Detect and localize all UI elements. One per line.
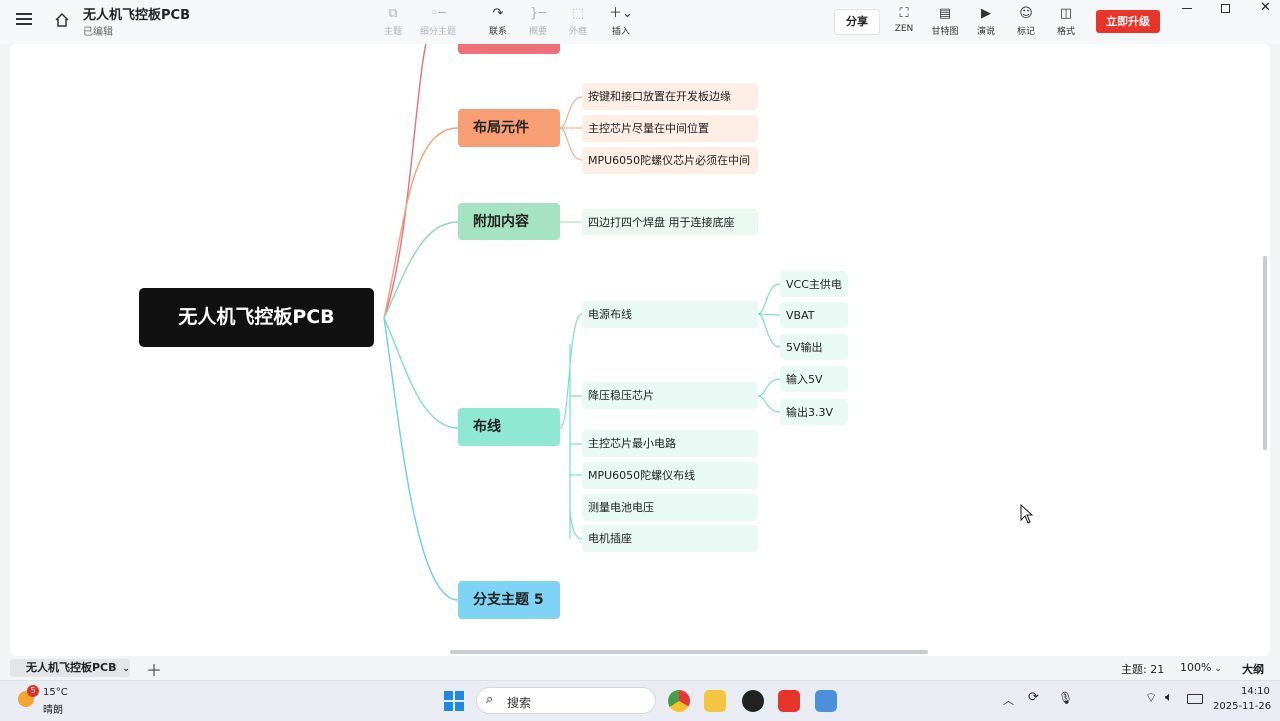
windows-start-icon[interactable] [444, 691, 464, 711]
microphone-icon: 🎙︎ [1058, 691, 1074, 705]
file-explorer-icon[interactable] [704, 690, 726, 712]
root-topic[interactable]: 无人机飞控板PCB [139, 288, 374, 347]
chevron-down-icon: ⌄ [122, 664, 130, 674]
relation-button[interactable]: ↷联系 [476, 6, 520, 37]
zen-button[interactable]: ⛶ZEN [882, 6, 926, 34]
summary-button[interactable]: }─概要 [516, 6, 560, 37]
list-item[interactable]: VBAT [780, 302, 848, 328]
plus-icon: ＋⌄ [609, 6, 633, 21]
upgrade-button[interactable]: 立即升级 [1096, 10, 1160, 33]
horizontal-scrollbar[interactable] [450, 650, 928, 654]
list-item[interactable]: 5V输出 [780, 334, 848, 360]
list-item[interactable]: 输入5V [780, 366, 848, 392]
present-button[interactable]: ▶演说 [964, 6, 1008, 37]
chevron-down-icon: ⌄ [1211, 664, 1222, 674]
close-icon[interactable]: ✕ [1260, 0, 1271, 15]
zoom-level[interactable]: 100% ⌄ [1180, 661, 1222, 674]
branch-layout[interactable]: 布局元件 [458, 109, 560, 147]
search-input[interactable]: ⌕ 搜索 [476, 687, 656, 714]
mindmap-canvas[interactable]: 无人机飞控板PCB 布局元件 按键和接口放置在开发板边缘 主控芯片尽量在中间位置… [10, 44, 1270, 656]
boundary-icon: ⬚ [571, 6, 585, 21]
list-item[interactable]: 电机插座 [582, 525, 758, 552]
clock-time[interactable]: 14:10 [1241, 686, 1270, 697]
add-sheet-button[interactable]: ＋ [146, 661, 163, 680]
topic-count: 主题: 21 [1121, 663, 1165, 676]
share-button[interactable]: 分享 [834, 9, 880, 35]
volume-icon[interactable]: 🔈︎ [1165, 690, 1173, 705]
list-item-power-routing[interactable]: 电源布线 [582, 301, 758, 328]
list-item-ldo[interactable]: 降压稳压芯片 [582, 382, 758, 409]
gantt-button[interactable]: ▤甘特图 [923, 6, 967, 37]
xmind-icon[interactable] [778, 690, 800, 712]
gantt-icon: ▤ [938, 6, 952, 21]
list-item[interactable]: 测量电池电压 [582, 494, 758, 521]
branch-extra[interactable]: 附加内容 [458, 203, 560, 240]
notification-badge: 5 [27, 685, 39, 697]
weather-temp: 15°C [43, 687, 68, 698]
list-item[interactable]: 四边打四个焊盘 用于连接底座 [582, 209, 758, 235]
sync-icon: ⟳ [1028, 690, 1039, 705]
taskbar: 5 15°C 晴朗 ⌕ 搜索 ︿ ⟳ 🎙︎ ⌔ 🔈︎ 14:10 2025-11… [0, 680, 1280, 721]
chrome-icon[interactable] [668, 690, 690, 712]
topic-icon: ⧉ [388, 6, 398, 21]
list-item[interactable]: 主控芯片尽量在中间位置 [582, 115, 758, 142]
outline-button[interactable]: 大纲 [1242, 663, 1264, 676]
clock-date[interactable]: 2025-11-26 [1213, 701, 1272, 712]
topic-button[interactable]: ⧉主题 [371, 6, 415, 37]
fullscreen-icon: ⛶ [899, 6, 909, 21]
summary-icon: }─ [529, 6, 547, 21]
branch-5[interactable]: 分支主题 5 [458, 581, 560, 619]
relation-icon: ↷ [492, 6, 504, 21]
weather-desc: 晴朗 [43, 705, 63, 716]
edit-status: 已编辑 [83, 27, 113, 38]
wifi-icon[interactable]: ⌔ [1145, 691, 1158, 706]
list-item[interactable]: 主控芯片最小电路 [582, 430, 758, 457]
connector-lines [383, 44, 781, 601]
boundary-button[interactable]: ⬚外框 [556, 6, 600, 37]
list-item[interactable]: VCC主供电 [780, 271, 848, 297]
vertical-scrollbar[interactable] [1263, 256, 1267, 450]
search-icon: ⌕ [486, 692, 494, 707]
play-icon: ▶ [981, 6, 991, 21]
cloud-app-icon[interactable] [815, 690, 837, 712]
menu-icon[interactable] [16, 13, 32, 25]
subtopic-icon: ◦─ [430, 6, 446, 21]
collapsed-topic[interactable] [458, 44, 560, 54]
mouse-cursor-icon [1020, 504, 1034, 524]
sheet-tab[interactable]: 无人机飞控板PCB ⌄ [10, 659, 130, 677]
sheet-tab-bar: 无人机飞控板PCB ⌄ ＋ 主题: 21 100% ⌄ 大纲 [0, 656, 1280, 680]
panel-icon: ◫ [1059, 6, 1073, 21]
document-title[interactable]: 无人机飞控板PCB [83, 8, 190, 23]
list-item[interactable]: MPU6050陀螺仪芯片必须在中间 [582, 147, 758, 174]
list-item[interactable]: 按键和接口放置在开发板边缘 [582, 83, 758, 110]
list-item[interactable]: 输出3.3V [780, 399, 848, 425]
battery-icon[interactable] [1187, 694, 1203, 704]
title-bar: 无人机飞控板PCB 已编辑 ⧉主题 ◦─细分主题 ↷联系 }─概要 ⬚外框 ＋⌄… [0, 0, 1280, 44]
media-app-icon[interactable] [742, 690, 764, 712]
subtopic-button[interactable]: ◦─细分主题 [416, 6, 460, 37]
smiley-icon: ☺ [1019, 6, 1033, 21]
minimize-icon[interactable] [1182, 8, 1192, 9]
restore-icon[interactable] [1221, 4, 1230, 13]
list-item[interactable]: MPU6050陀螺仪布线 [582, 462, 758, 489]
insert-button[interactable]: ＋⌄插入 [599, 6, 643, 37]
tray-chevron-icon[interactable]: ︿ [1003, 694, 1014, 707]
marker-button[interactable]: ☺标记 [1004, 6, 1048, 37]
home-icon[interactable] [54, 12, 70, 28]
branch-wiring[interactable]: 布线 [458, 408, 560, 446]
format-button[interactable]: ◫格式 [1044, 6, 1088, 37]
